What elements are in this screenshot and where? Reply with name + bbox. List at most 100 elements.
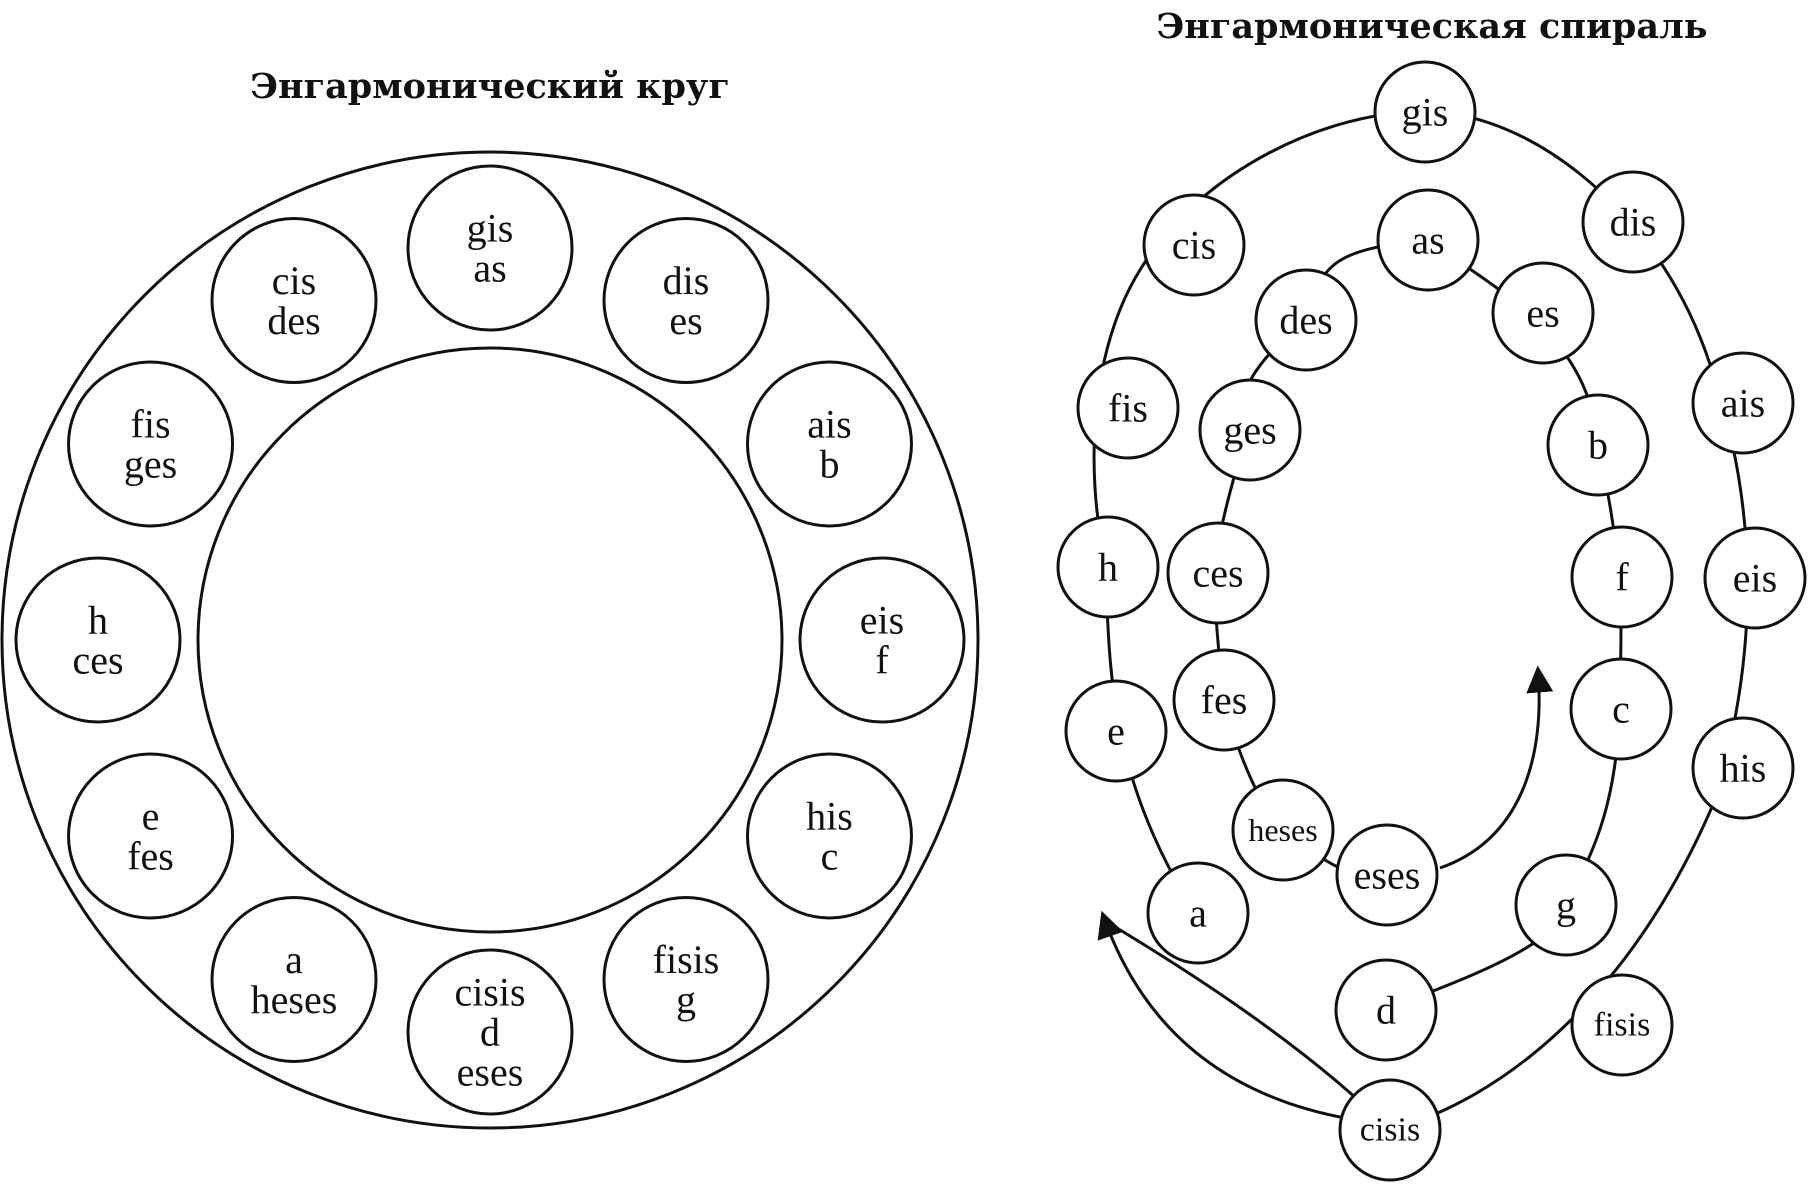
note-label: gis (467, 206, 514, 251)
note-label: eses (1354, 853, 1421, 898)
spiral-note-outer: cisis (1338, 1078, 1442, 1182)
spiral-note-inner: as (1376, 188, 1480, 292)
note-label: c (821, 834, 839, 879)
note-label: fes (1201, 678, 1248, 723)
note-label: a (285, 937, 303, 982)
circle-note-node-circle (67, 752, 235, 920)
spiral-note-outer: fisis (1570, 973, 1674, 1077)
note-label: cisis (1360, 1112, 1420, 1149)
spiral-note-nodes: cisis fisis his eis ais dis gis cis fis h e a d g c f b e… (1056, 60, 1807, 1182)
spiral-note-outer-circle (1703, 526, 1807, 630)
spiral-note-inner-circle (1376, 188, 1480, 292)
circle-note-node-circle (406, 164, 574, 332)
note-label: e (1107, 709, 1125, 754)
spiral-title: Энгармоническая спираль (1156, 6, 1707, 47)
spiral-note-outer-circle (1570, 973, 1674, 1077)
spiral-note-inner: ces (1166, 521, 1270, 625)
spiral-note-inner-circle (1334, 958, 1438, 1062)
note-label: h (88, 598, 108, 643)
note-label: g (676, 977, 696, 1022)
spiral-note-inner: es (1491, 261, 1595, 365)
spiral-outer-arrow (1097, 910, 1346, 1120)
spiral-note-inner: b (1546, 393, 1650, 497)
spiral-note-inner-circle (1231, 778, 1335, 882)
spiral-note-inner-circle (1569, 657, 1673, 761)
spiral-note-outer: gis (1373, 60, 1477, 164)
spiral-note-outer-circle (1581, 170, 1685, 274)
note-label: fisis (1594, 1007, 1651, 1044)
spiral-inner-arrow (1439, 665, 1554, 870)
note-label: b (819, 442, 839, 487)
spiral-note-outer: h (1056, 515, 1160, 619)
circle-note-node-circle (602, 895, 770, 1063)
note-label: eis (860, 598, 904, 643)
note-label: es (1526, 291, 1559, 336)
note-label: eses (457, 1050, 524, 1095)
spiral-note-outer-circle (1064, 679, 1168, 783)
spiral-note-inner-circle (1514, 853, 1618, 957)
spiral-note-outer-circle (1142, 193, 1246, 297)
spiral-note-inner-circle (1546, 393, 1650, 497)
spiral-note-outer-circle (1056, 515, 1160, 619)
note-label: a (1189, 891, 1207, 936)
note-label: cisis (454, 970, 525, 1015)
note-label: fis (1108, 386, 1148, 431)
spiral-note-outer-circle (1691, 716, 1795, 820)
note-label: f (875, 638, 889, 683)
note-label: as (1411, 218, 1444, 263)
spiral-note-inner: heses (1231, 778, 1335, 882)
circle-note-node-circle (210, 217, 378, 385)
spiral-note-outer: fis (1076, 356, 1180, 460)
spiral-note-inner-circle (1254, 268, 1358, 372)
spiral-note-outer-circle (1338, 1078, 1442, 1182)
circle-title: Энгармонический круг (250, 66, 730, 107)
note-label: his (1720, 746, 1767, 791)
spiral-note-outer: his (1691, 716, 1795, 820)
spiral-note-outer: cis (1142, 193, 1246, 297)
note-label: fisis (653, 937, 720, 982)
note-label: ais (1721, 381, 1765, 426)
spiral-note-inner: eses (1335, 823, 1439, 927)
note-label: ces (1192, 551, 1243, 596)
note-label: f (1615, 555, 1629, 600)
note-label: d (1376, 988, 1396, 1033)
spiral-note-outer: e (1064, 679, 1168, 783)
spiral-note-outer-circle (1691, 351, 1795, 455)
circle-note-node-circle (406, 948, 574, 1116)
circle-note-node-circle (745, 360, 913, 528)
spiral-note-inner-circle (1335, 823, 1439, 927)
note-label: h (1098, 545, 1118, 590)
note-label: eis (1733, 556, 1777, 601)
note-label: ges (1223, 408, 1276, 453)
note-label: cis (272, 258, 316, 303)
circle-note-node-circle (14, 556, 182, 724)
note-label: cis (1172, 223, 1216, 268)
circle-note-node-circle (602, 217, 770, 385)
circle-note-node-circle (745, 752, 913, 920)
note-label: dis (1610, 200, 1657, 245)
spiral-note-inner: des (1254, 268, 1358, 372)
enharmonic-spiral: Энгармоническая спираль cisis fisis his eis… (1056, 6, 1807, 1182)
note-label: fis (131, 402, 171, 447)
spiral-note-inner: f (1570, 525, 1674, 629)
spiral-note-inner-circle (1491, 261, 1595, 365)
note-label: fes (127, 834, 174, 879)
spiral-note-inner: fes (1172, 648, 1276, 752)
note-label: g (1556, 883, 1576, 928)
outer-ring (0, 150, 980, 1130)
spiral-note-inner-circle (1198, 378, 1302, 482)
note-label: his (806, 794, 853, 839)
spiral-note-inner-circle (1166, 521, 1270, 625)
note-label: des (1279, 298, 1332, 343)
note-label: c (1612, 687, 1630, 732)
circle-note-node-circle (798, 556, 966, 724)
